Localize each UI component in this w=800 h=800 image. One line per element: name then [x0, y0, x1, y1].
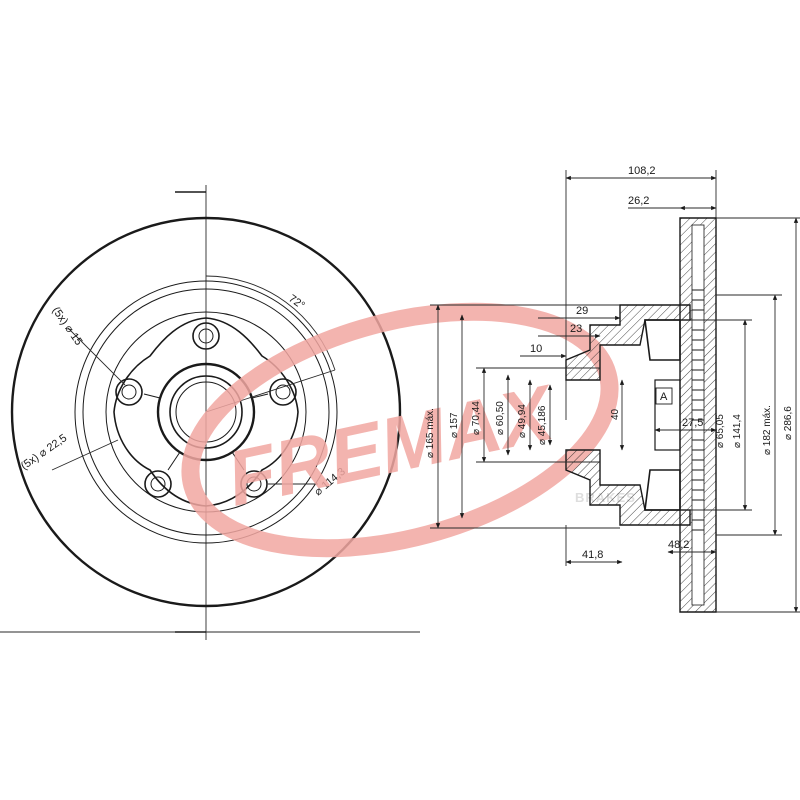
- hub-bolt-pocket-lower: [644, 469, 681, 511]
- angle-label: 72°: [286, 293, 307, 312]
- hub-ribs: [143, 350, 269, 471]
- dim-65-label: ⌀ 65,05: [715, 414, 726, 448]
- bolt-hole-leader: [67, 327, 126, 386]
- watermark-swoosh: [181, 302, 619, 558]
- bolt-hole-inner: [121, 384, 137, 400]
- dim-45-label: ⌀ 45,186: [537, 405, 548, 445]
- datum-label: A: [660, 391, 668, 403]
- dim-27-5-label: 27,5: [682, 417, 703, 429]
- vent-fins: [692, 289, 704, 531]
- dim-overall-width-label: 108,2: [628, 165, 656, 177]
- dim-29-label: 29: [576, 305, 588, 317]
- dim-141-label: ⌀ 141,4: [732, 414, 743, 448]
- dim-10-label: 10: [530, 343, 542, 355]
- side-view: 108,2 26,2: [425, 165, 800, 613]
- bolt-hole-inner: [275, 384, 291, 400]
- disc-braking-ring-inner: [74, 280, 338, 544]
- disc-outer-edge: [10, 216, 402, 608]
- dim-48-2-label: 48,2: [668, 539, 689, 551]
- dim-182-label: ⌀ 182 máx.: [762, 405, 773, 455]
- hub-bolt-pocket-upper: [644, 319, 681, 361]
- small-hole-leader: [51, 439, 119, 471]
- hub-section-lower: [565, 449, 691, 526]
- bolt-hole: [192, 322, 220, 350]
- bolt-hole-inner: [198, 328, 214, 344]
- bolt-hole: [240, 470, 268, 498]
- dim-49-label: ⌀ 49,94: [517, 404, 528, 438]
- disc-hat-edge: [82, 288, 330, 536]
- dim-23-label: 23: [570, 323, 582, 335]
- dim-40-label: 40: [610, 408, 621, 420]
- bolt-hole: [144, 470, 172, 498]
- dim-157-label: ⌀ 157: [449, 412, 460, 438]
- bolt-hole-label: (5x) ⌀ 15: [50, 305, 85, 348]
- right-vertical-dims: [680, 217, 800, 613]
- bolt-hole-inner: [150, 476, 166, 492]
- dim-286-label: ⌀ 286,6: [783, 406, 794, 440]
- bolt-hole: [115, 378, 143, 406]
- dim-165-label: ⌀ 165 máx.: [425, 408, 436, 458]
- bolt-hole-inner: [246, 476, 262, 492]
- left-vertical-dims: [430, 304, 620, 529]
- hub-bore-section: [654, 379, 681, 451]
- datum-box: [655, 387, 673, 405]
- vent-channel: [691, 224, 705, 606]
- small-hole-label: (5x) ⌀ 22,5: [19, 432, 69, 472]
- bolt-hole: [269, 378, 297, 406]
- dim-41-8-label: 41,8: [582, 549, 603, 561]
- center-bore: [169, 375, 243, 449]
- bolt-holes: [115, 322, 297, 498]
- dim-60-label: ⌀ 60,50: [495, 401, 506, 435]
- dim-disc-thickness-label: 26,2: [628, 195, 649, 207]
- dim-70-label: ⌀ 70,44: [471, 401, 482, 435]
